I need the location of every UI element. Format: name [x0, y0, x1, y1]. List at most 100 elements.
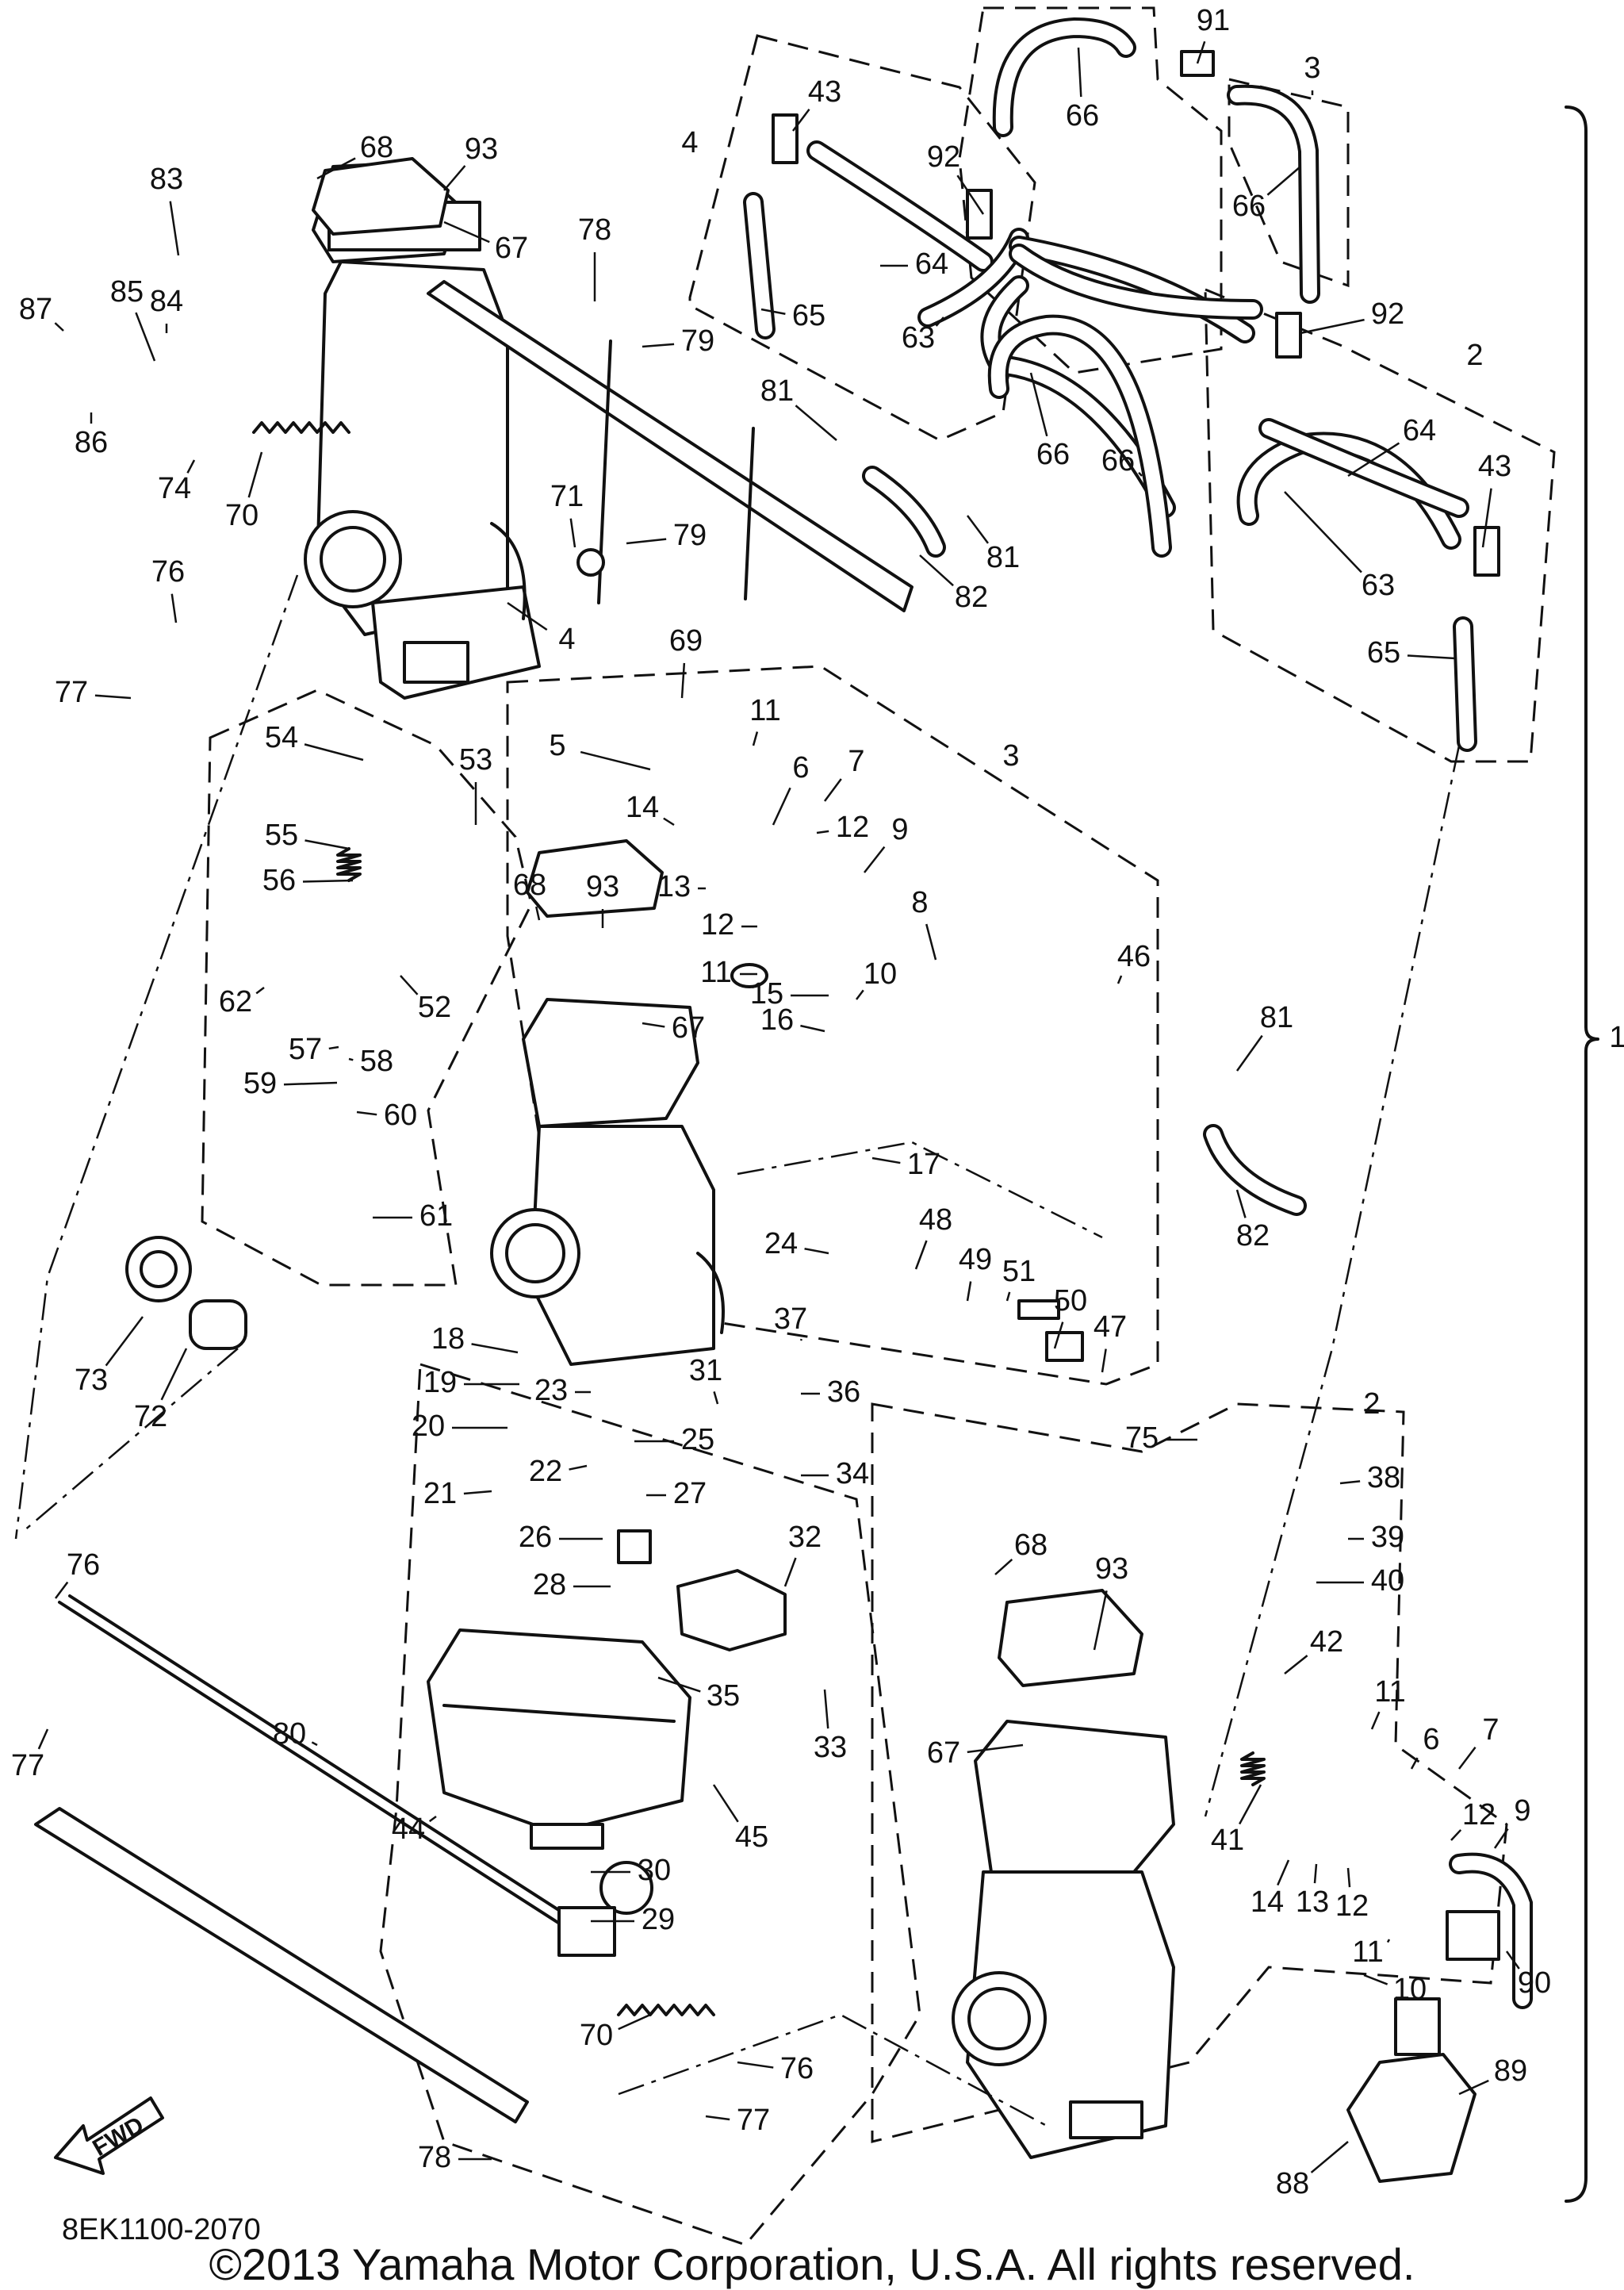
leader-line-46: [1116, 975, 1123, 984]
callout-70b: 70: [580, 2019, 613, 2052]
leader-line-82a: [919, 554, 954, 587]
leader-line-63a: [935, 316, 944, 327]
leader-line-56: [302, 879, 354, 883]
callout-11a: 11: [749, 694, 780, 727]
callout-67b: 67: [672, 1011, 705, 1045]
copyright-notice: ©2013 Yamaha Motor Corporation, U.S.A. A…: [209, 2239, 1415, 2289]
throttle-link-bar: [427, 280, 914, 612]
leader-line-37: [799, 1338, 802, 1341]
callout-51: 51: [1002, 1255, 1036, 1288]
leader-line-48: [914, 1240, 928, 1270]
leader-line-87: [54, 322, 64, 332]
callout-66d: 66: [1101, 444, 1135, 478]
leader-line-81b: [966, 515, 990, 544]
leader-line-31: [713, 1391, 719, 1405]
callout-79b: 79: [673, 519, 707, 552]
callout-48: 48: [919, 1203, 952, 1237]
leader-line-74: [186, 459, 196, 474]
leader-line-8: [925, 923, 937, 961]
callout-81b: 81: [986, 541, 1020, 574]
callout-42: 42: [1310, 1625, 1343, 1659]
leader-line-62: [255, 987, 265, 995]
callout-2a: 2: [1466, 339, 1483, 372]
callout-14a: 14: [626, 791, 659, 824]
leader-line-24: [804, 1248, 829, 1255]
leader-line-11a: [752, 731, 759, 746]
leader-line-68a: [316, 157, 356, 180]
callout-12c: 12: [1462, 1798, 1496, 1832]
callout-66a: 66: [1066, 99, 1099, 132]
leader-line-81a: [795, 405, 837, 441]
top-cover-upper: [312, 157, 450, 236]
callout-76a: 76: [151, 555, 185, 589]
callout-78a: 78: [578, 213, 611, 247]
callout-12a: 12: [836, 811, 869, 844]
leader-line-47: [1101, 1348, 1107, 1373]
leader-line-33: [823, 1689, 829, 1729]
leader-line-83: [169, 201, 180, 256]
callout-82a: 82: [955, 581, 988, 614]
leader-line-12c: [1450, 1829, 1462, 1841]
callout-67c: 67: [927, 1736, 960, 1770]
callout-54: 54: [265, 721, 298, 754]
leader-line-77c: [705, 2115, 730, 2121]
callout-67a: 67: [495, 232, 528, 265]
leader-line-9b: [1493, 1828, 1509, 1849]
leader-line-10b: [1363, 1974, 1388, 1985]
leader-line-55: [304, 839, 350, 850]
leader-line-14a: [663, 817, 675, 827]
callout-45: 45: [735, 1820, 768, 1854]
callout-32: 32: [788, 1521, 822, 1554]
leader-line-43a: [792, 109, 810, 132]
callout-9a: 9: [891, 813, 908, 846]
callout-76b: 76: [67, 1548, 100, 1582]
callout-38: 38: [1367, 1461, 1400, 1494]
callout-13a: 13: [657, 870, 691, 903]
leader-line-76b: [54, 1581, 69, 1599]
callout-12b: 12: [701, 908, 734, 942]
leader-line-65b: [1407, 654, 1456, 660]
callout-79a: 79: [681, 324, 714, 358]
callout-83: 83: [150, 163, 183, 196]
center-lines: [14, 574, 1461, 2127]
carburetor-middle: [490, 839, 725, 1366]
leader-line-52: [400, 975, 419, 995]
throttle-shaft-edge: [68, 1594, 612, 1945]
leader-line-82b: [1235, 1189, 1247, 1218]
callout-10b: 10: [1393, 1973, 1427, 2006]
callout-1: 1: [1609, 1021, 1624, 1054]
leader-line-38: [1339, 1480, 1361, 1485]
callout-15: 15: [750, 977, 783, 1011]
callout-80: 80: [273, 1717, 306, 1751]
rod-79-right: [744, 427, 755, 600]
callout-65a: 65: [792, 299, 825, 332]
leader-line-7a: [823, 778, 842, 802]
leader-line-92b: [1300, 318, 1365, 335]
leader-line-71: [569, 518, 576, 548]
callout-64b: 64: [1403, 414, 1436, 447]
leader-line-12a: [816, 830, 829, 834]
callout-86: 86: [75, 426, 108, 459]
leader-line-68c: [994, 1559, 1013, 1575]
callout-68b: 68: [513, 869, 546, 902]
callout-20: 20: [412, 1410, 445, 1443]
callout-6a: 6: [792, 751, 809, 784]
leader-line-73: [105, 1316, 144, 1367]
leader-line-10a: [856, 989, 864, 1000]
callout-63a: 63: [902, 321, 935, 355]
mounting-rail: [34, 1807, 529, 2123]
callout-7b: 7: [1482, 1713, 1499, 1747]
leader-line-43b: [1481, 488, 1492, 548]
callout-13b: 13: [1296, 1885, 1329, 1919]
callout-82b: 82: [1236, 1219, 1270, 1252]
callout-12d: 12: [1335, 1889, 1369, 1923]
throttle-shaft: [58, 1601, 604, 1953]
leader-line-14b: [1277, 1859, 1290, 1886]
callout-84: 84: [150, 285, 183, 318]
callout-34: 34: [836, 1457, 869, 1490]
callout-62: 62: [219, 985, 252, 1018]
callout-71: 71: [550, 480, 584, 513]
leader-line-45: [712, 1784, 739, 1823]
leader-line-67a: [443, 221, 490, 244]
callout-92a: 92: [927, 140, 960, 174]
